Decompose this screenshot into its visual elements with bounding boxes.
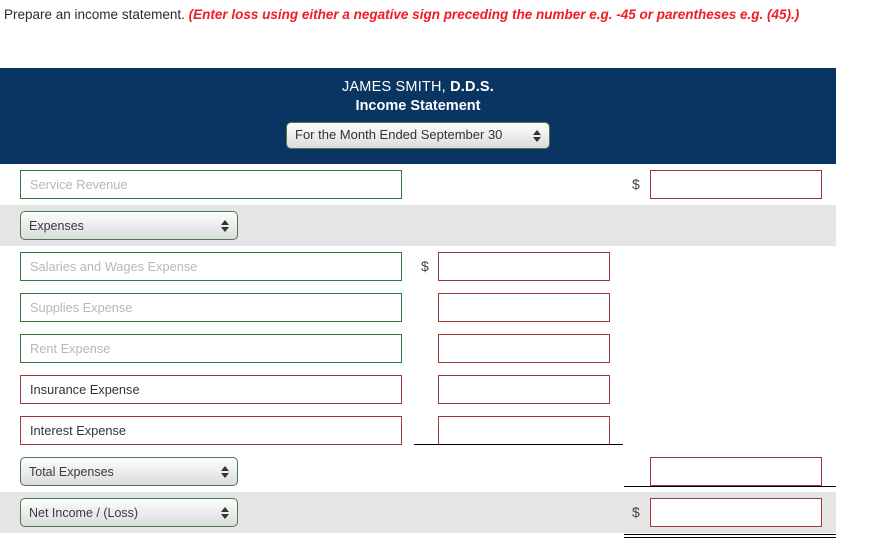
account-input-salaries-and-wages-expense[interactable]: Salaries and Wages Expense xyxy=(20,252,402,281)
instruction-text: Prepare an income statement. (Enter loss… xyxy=(0,0,861,25)
statement-row: Total Expenses xyxy=(0,451,836,492)
company-name: JAMES SMITH, D.D.S. xyxy=(0,78,836,97)
amount-input-salaries-and-wages-expense[interactable] xyxy=(438,252,610,281)
expense-subtotal-rule xyxy=(414,444,623,445)
statement-row: Expenses xyxy=(0,205,836,246)
account-select-net-income-loss[interactable]: Net Income / (Loss) xyxy=(20,498,238,527)
company-name-suffix: D.D.S. xyxy=(450,79,495,95)
statement-row: Rent Expense xyxy=(0,328,836,369)
amount-input-interest-expense[interactable] xyxy=(438,416,610,445)
amount-input-net-income-loss[interactable] xyxy=(650,498,822,527)
amount-input-total-expenses[interactable] xyxy=(650,457,822,486)
instruction-prompt: Prepare an income statement. xyxy=(4,7,185,22)
account-select-total-expenses[interactable]: Total Expenses xyxy=(20,457,238,486)
statement-row: Net Income / (Loss) $ xyxy=(0,492,836,533)
total-expenses-rule xyxy=(624,486,836,487)
instruction-note: (Enter loss using either a negative sign… xyxy=(188,7,800,22)
net-income-rule-top xyxy=(624,534,836,535)
statement-header: JAMES SMITH, D.D.S. Income Statement For… xyxy=(0,68,836,164)
amount-input-rent-expense[interactable] xyxy=(438,334,610,363)
statement-row: Service Revenue $ xyxy=(0,164,836,205)
company-name-text: JAMES SMITH, xyxy=(341,79,446,95)
statement-title: Income Statement xyxy=(355,98,481,114)
statement-row: Supplies Expense xyxy=(0,287,836,328)
net-income-rule-bottom xyxy=(624,537,836,538)
statement-row: Interest Expense xyxy=(0,410,836,451)
account-input-rent-expense[interactable]: Rent Expense xyxy=(20,334,402,363)
amount-input-service-revenue[interactable] xyxy=(650,170,822,199)
dollar-sign: $ xyxy=(421,258,429,274)
amount-input-insurance-expense[interactable] xyxy=(438,375,610,404)
account-input-supplies-expense[interactable]: Supplies Expense xyxy=(20,293,402,322)
statement-row: Salaries and Wages Expense $ xyxy=(0,246,836,287)
account-input-insurance-expense[interactable]: Insurance Expense xyxy=(20,375,402,404)
account-input-interest-expense[interactable]: Interest Expense xyxy=(20,416,402,445)
account-select-expenses[interactable]: Expenses xyxy=(20,211,238,240)
dollar-sign: $ xyxy=(632,176,640,192)
income-statement-table: JAMES SMITH, D.D.S. Income Statement For… xyxy=(0,68,836,533)
account-input-service-revenue[interactable]: Service Revenue xyxy=(20,170,402,199)
period-select[interactable]: For the Month Ended September 30 xyxy=(286,122,550,149)
dollar-sign: $ xyxy=(632,504,640,520)
statement-row: Insurance Expense xyxy=(0,369,836,410)
amount-input-supplies-expense[interactable] xyxy=(438,293,610,322)
